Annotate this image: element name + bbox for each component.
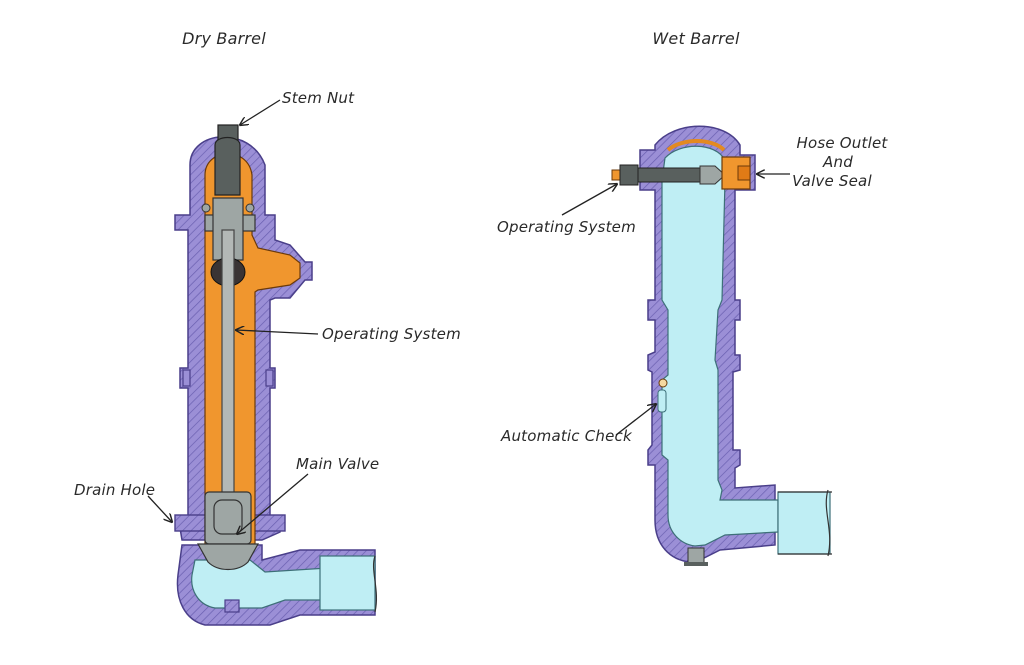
dry-barrel-hydrant: Dry Barrel Stem Nut Operating System Mai… bbox=[74, 29, 461, 626]
automatic-check bbox=[657, 378, 668, 413]
label-drain-hole: Drain Hole bbox=[74, 481, 155, 499]
label-stem-nut: Stem Nut bbox=[282, 89, 355, 107]
dry-barrel-stem-rod bbox=[221, 229, 235, 521]
arrow-stem-nut bbox=[240, 99, 281, 125]
arrow-drain-hole bbox=[147, 495, 172, 522]
arrow-operating-system-dry bbox=[236, 330, 319, 334]
wet-operating-system bbox=[611, 164, 726, 186]
arrow-automatic-check bbox=[615, 404, 656, 436]
label-operating-system-dry: Operating System bbox=[322, 325, 461, 343]
arrow-main-valve bbox=[237, 473, 309, 534]
label-hose-outlet-3: Valve Seal bbox=[792, 172, 872, 190]
dry-barrel-title: Dry Barrel bbox=[182, 29, 266, 48]
dry-barrel-outlet-pipe bbox=[319, 555, 376, 611]
wet-barrel-hydrant: Wet Barrel Hose Outlet And Valve Seal Op… bbox=[497, 29, 888, 566]
wet-barrel-outlet-pipe bbox=[777, 491, 831, 555]
label-main-valve: Main Valve bbox=[296, 455, 379, 473]
label-hose-outlet-1: Hose Outlet bbox=[797, 134, 889, 152]
label-hose-outlet-2: And bbox=[822, 153, 853, 171]
arrow-operating-system-wet bbox=[561, 184, 617, 216]
main-valve bbox=[196, 491, 260, 571]
label-operating-system-wet: Operating System bbox=[497, 218, 636, 236]
wet-barrel-title: Wet Barrel bbox=[652, 29, 740, 48]
label-automatic-check: Automatic Check bbox=[500, 427, 633, 445]
